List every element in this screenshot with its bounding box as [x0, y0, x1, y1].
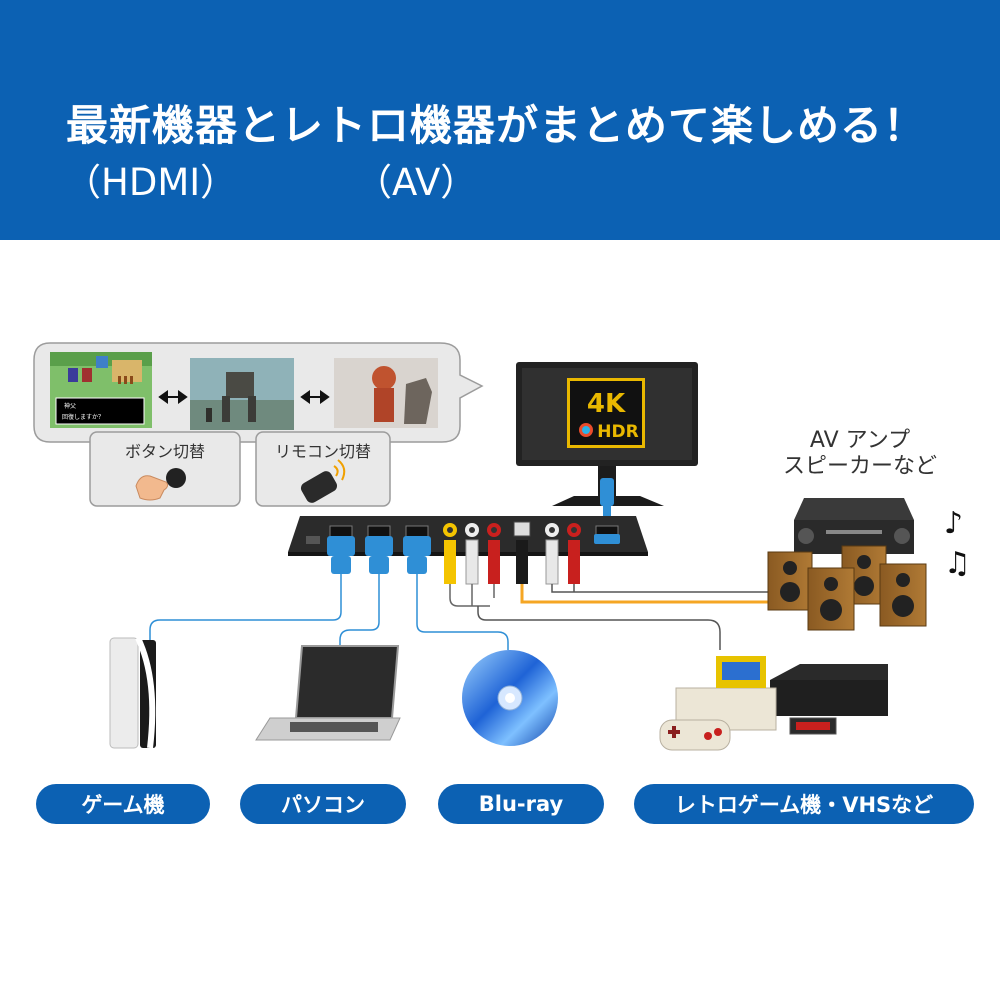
- audio-label-line1: AV アンプ: [809, 428, 911, 453]
- device-label-bluray: Blu-ray: [438, 784, 604, 824]
- cables: [149, 574, 770, 650]
- remote-switch-label: リモコン切替: [274, 442, 371, 461]
- device-label-game: ゲーム機: [36, 784, 210, 824]
- connection-diagram: 神父 回復しますか？: [33, 342, 927, 751]
- bluray-disc: [462, 650, 558, 746]
- game-console: [109, 636, 156, 749]
- button-switch-label: ボタン切替: [124, 442, 205, 461]
- mech-scene-screenshot: [190, 358, 294, 430]
- remote-switch-card: [255, 431, 391, 507]
- hdmi-plugs: [327, 534, 620, 574]
- audio-label-line2: スピーカーなど: [782, 454, 937, 479]
- speaker: [807, 567, 855, 631]
- retro-console-and-vhs: [659, 656, 888, 751]
- rca-plugs: [444, 539, 580, 585]
- swap-arrow-2: [300, 390, 330, 404]
- wolf-scene-screenshot: [334, 358, 438, 428]
- av-caption: （AV）: [355, 161, 478, 204]
- av-amp-and-speakers: [767, 498, 927, 631]
- music-note-icon: ♪: [944, 506, 964, 541]
- swap-arrow-1: [158, 390, 188, 404]
- dialog-text: 回復しますか？: [62, 413, 104, 421]
- monitor-4k-hdr: 4K HDR: [516, 362, 698, 520]
- dialog-name: 神父: [64, 402, 76, 410]
- retro-game-screenshot: 神父 回復しますか？: [50, 352, 152, 428]
- audio-device-label: AV アンプ スピーカーなど: [760, 428, 960, 480]
- button-switch-card: [89, 431, 241, 507]
- headline: 最新機器とレトロ機器がまとめて楽しめる！: [66, 101, 927, 150]
- badge-hdr: HDR: [597, 422, 638, 442]
- header-banner: 最新機器とレトロ機器がまとめて楽しめる！ （HDMI） （AV）: [0, 0, 1000, 240]
- device-label-pc: パソコン: [240, 784, 406, 824]
- music-notes-icon: ♫: [944, 546, 971, 581]
- badge-4k: 4K: [587, 389, 626, 419]
- laptop: [255, 645, 401, 741]
- switch-bubble: 神父 回復しますか？: [33, 342, 484, 443]
- hdmi-caption: （HDMI）: [64, 161, 238, 204]
- device-label-retro: レトロゲーム機・VHSなど: [634, 784, 974, 824]
- speaker: [767, 551, 813, 611]
- speaker: [879, 563, 927, 627]
